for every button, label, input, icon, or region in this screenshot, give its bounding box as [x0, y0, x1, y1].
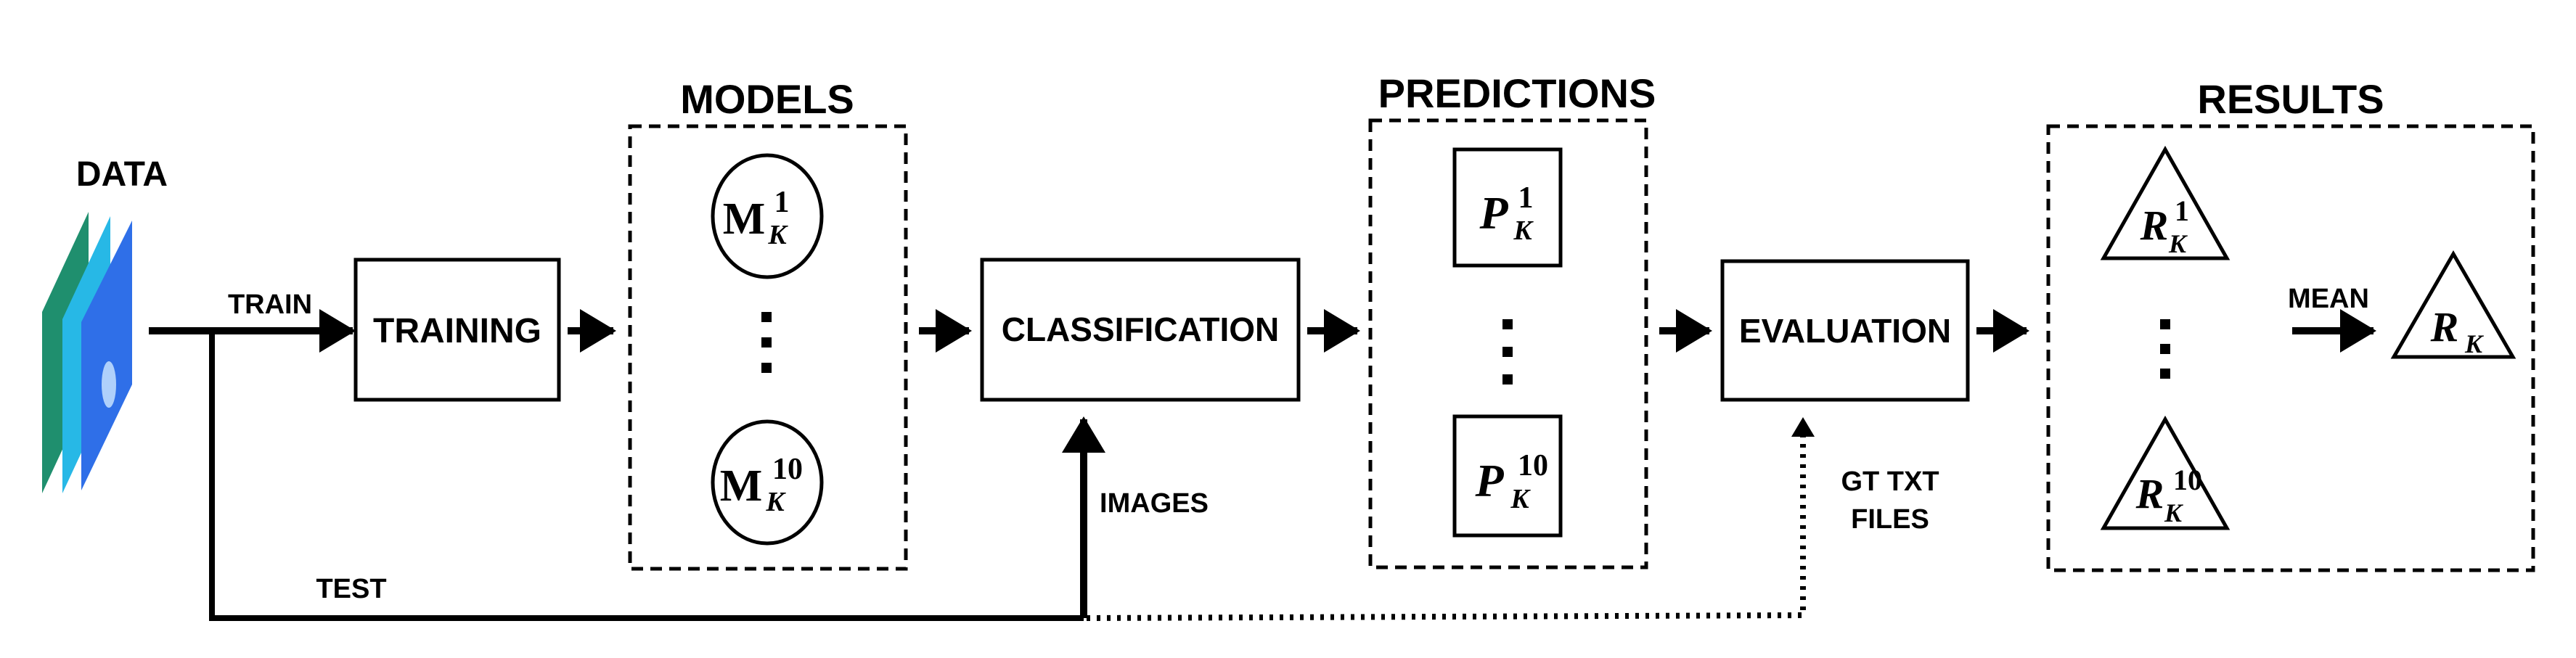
model-1: M 1 K [711, 153, 824, 279]
test-path [209, 331, 1084, 621]
svg-text:K: K [765, 487, 786, 517]
gt-arrowhead-icon [1791, 417, 1815, 437]
svg-text:M: M [723, 194, 766, 244]
svg-text:K: K [2168, 229, 2188, 258]
models-group [628, 124, 908, 571]
classification-label: CLASSIFICATION [1002, 311, 1279, 348]
mean-label: MEAN [2288, 284, 2369, 314]
models-ellipsis-icon [761, 312, 772, 373]
model-10: M 10 K [711, 419, 824, 546]
svg-text:1: 1 [1518, 181, 1534, 215]
data-title: DATA [76, 155, 168, 194]
train-label: TRAIN [228, 289, 312, 320]
results-ellipsis-icon [2160, 319, 2170, 379]
gt-label-line2: FILES [1851, 504, 1929, 535]
svg-text:P: P [1479, 187, 1508, 239]
svg-text:R: R [2135, 470, 2164, 517]
prediction-10: P 10 K [1452, 414, 1563, 538]
predictions-ellipsis-icon [1502, 319, 1513, 384]
svg-text:K: K [767, 220, 788, 250]
gt-dotted-path [1086, 435, 1806, 621]
svg-text:K: K [1513, 215, 1534, 246]
svg-text:K: K [1510, 484, 1531, 514]
data-image-stack-icon [42, 212, 132, 493]
svg-text:R: R [2140, 202, 2169, 249]
svg-text:1: 1 [2175, 194, 2189, 227]
svg-text:10: 10 [1518, 449, 1548, 482]
svg-text:10: 10 [2173, 464, 2202, 496]
classification-box [980, 258, 1301, 402]
gt-label-line1: GT TXT [1841, 466, 1939, 497]
training-box [353, 258, 561, 402]
svg-text:P: P [1474, 455, 1504, 506]
results-title: RESULTS [2197, 76, 2384, 122]
svg-text:10: 10 [772, 453, 803, 486]
svg-text:1: 1 [774, 186, 790, 219]
test-label: TEST [316, 574, 386, 604]
results-group [2046, 124, 2535, 572]
svg-text:K: K [2464, 329, 2485, 358]
result-1: R 1 K [2100, 145, 2231, 260]
result-10: R 10 K [2100, 415, 2231, 530]
evaluation-box [1720, 259, 1970, 402]
images-label: IMAGES [1100, 488, 1209, 519]
predictions-title: PREDICTIONS [1378, 70, 1656, 116]
svg-text:R: R [2430, 303, 2459, 350]
result-mean: R K [2390, 250, 2516, 359]
svg-text:K: K [2164, 498, 2184, 527]
models-title: MODELS [680, 76, 854, 122]
predictions-group [1368, 118, 1648, 569]
evaluation-label: EVALUATION [1739, 312, 1951, 350]
prediction-1: P 1 K [1452, 147, 1563, 268]
training-label: TRAINING [373, 312, 541, 350]
svg-text:M: M [720, 461, 763, 511]
